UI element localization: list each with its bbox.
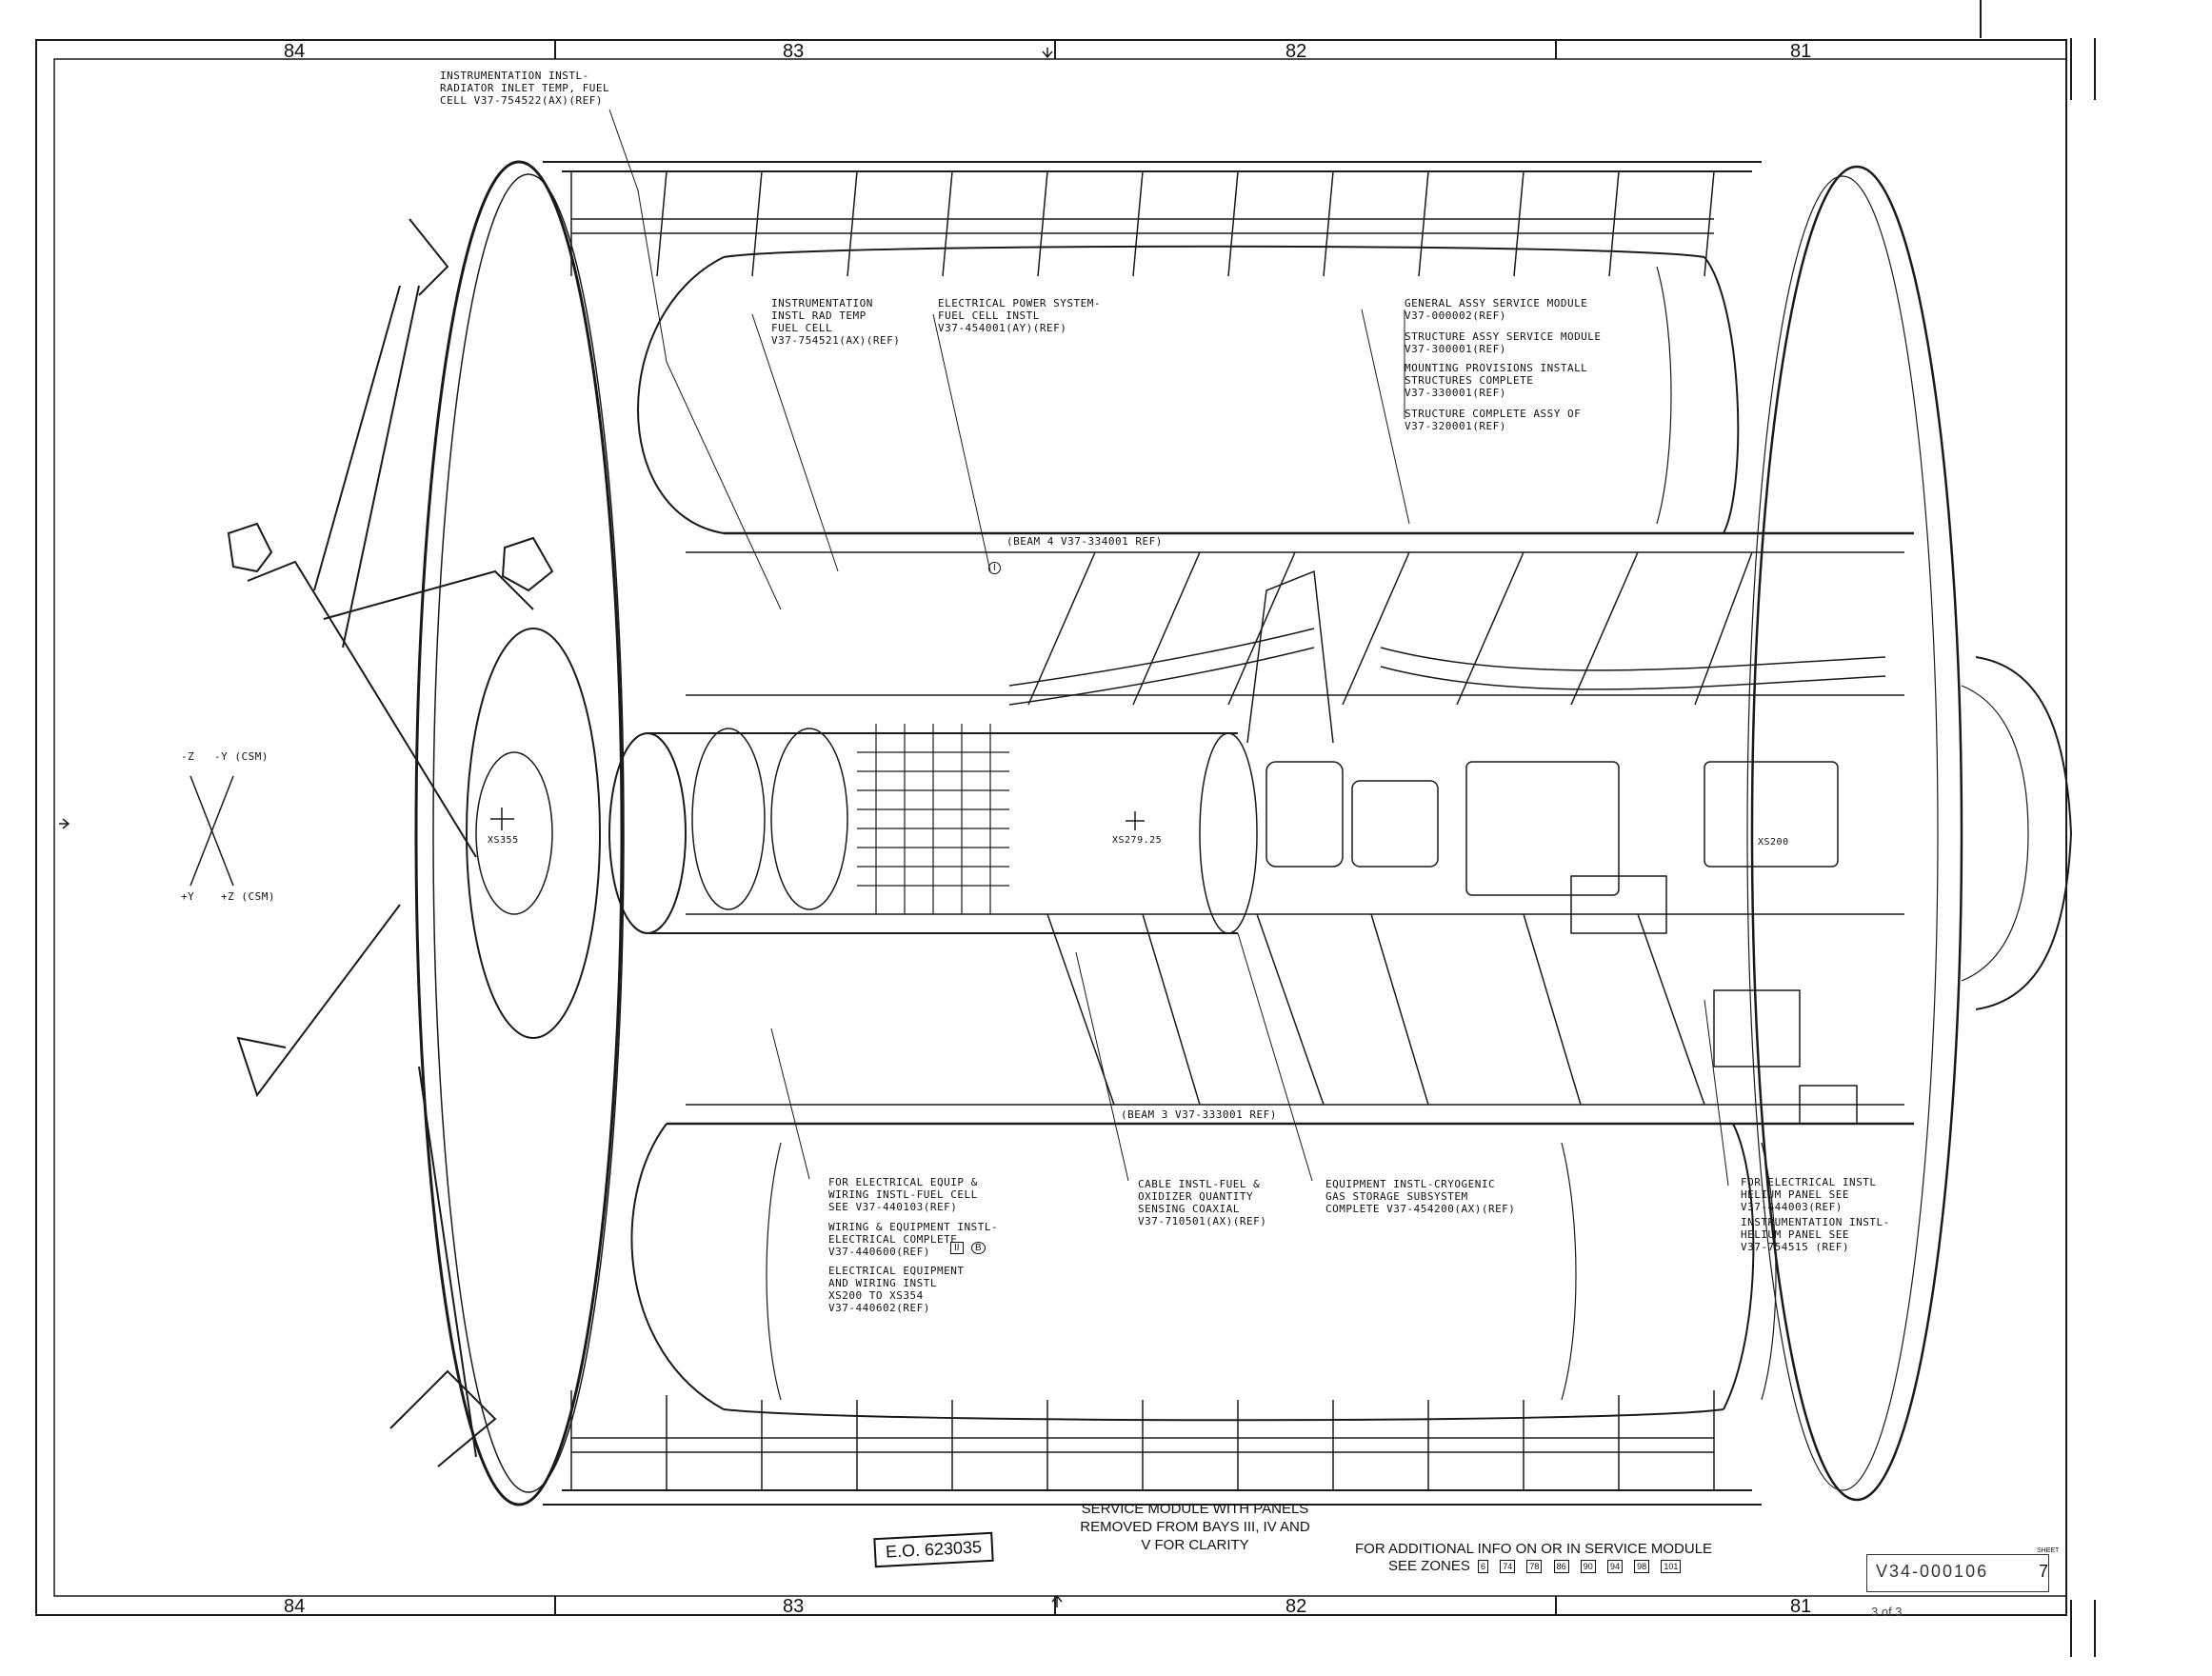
callout-mounting: MOUNTING PROVISIONS INSTALL STRUCTURES C… xyxy=(1405,362,1588,399)
callout-wiring-equip: WIRING & EQUIPMENT INSTL- ELECTRICAL COM… xyxy=(828,1221,999,1258)
sheet-number: 7 xyxy=(2039,1562,2049,1581)
callout-elec-equip-wiring: ELECTRICAL EQUIPMENT AND WIRING INSTL Xs… xyxy=(828,1265,965,1314)
additional-info-zones: SEE ZONES 6 74 78 86 90 94 98 101 xyxy=(1355,1558,1712,1575)
callout-general-assy: GENERAL ASSY SERVICE MODULE V37-000002(R… xyxy=(1405,297,1588,322)
outer-border xyxy=(35,39,2067,1616)
drawing-caption: SERVICE MODULE WITH PANELS REMOVED FROM … xyxy=(1080,1501,1310,1553)
callout-helium-panel: FOR ELECTRICAL INSTL HELIUM PANEL SEE V3… xyxy=(1741,1176,1877,1213)
zone-ref: 6 xyxy=(1478,1560,1489,1574)
zone-ref: 94 xyxy=(1606,1560,1623,1574)
axis-cross xyxy=(189,775,1145,887)
zone-ref: 78 xyxy=(1526,1560,1543,1574)
callout-radiator-inlet: INSTRUMENTATION INSTL- RADIATOR INLET TE… xyxy=(440,70,610,107)
coord-plus-z-csm: +Z (CSM) xyxy=(221,890,275,903)
zone-ref: 86 xyxy=(1553,1560,1569,1574)
station-xs355: Xs355 xyxy=(488,835,519,846)
service-module-drawing xyxy=(227,160,2073,1506)
zone-top-82: 82 xyxy=(1285,41,1307,62)
label-beam-4: (BEAM 4 V37-334001 REF) xyxy=(1006,535,1163,548)
sheet-label: SHEET xyxy=(2037,1547,2060,1554)
marker-B: B xyxy=(971,1242,986,1254)
marker-I: I xyxy=(988,562,1001,574)
zone-bottom-84: 84 xyxy=(284,1596,306,1617)
zone-bottom-81: 81 xyxy=(1790,1596,1812,1617)
marker-II: II xyxy=(950,1242,964,1254)
zone-top-81: 81 xyxy=(1790,41,1812,62)
station-xs27925: Xs279.25 xyxy=(1112,835,1163,846)
drawing-number: V34-000106 xyxy=(1876,1562,1989,1581)
zone-ref: 98 xyxy=(1634,1560,1650,1574)
callout-structure-complete: STRUCTURE COMPLETE ASSY OF V37-320001(RE… xyxy=(1405,408,1582,432)
zone-bottom-82: 82 xyxy=(1285,1596,1307,1617)
additional-info: FOR ADDITIONAL INFO ON OR IN SERVICE MOD… xyxy=(1355,1541,1712,1575)
zone-top-84: 84 xyxy=(284,41,306,62)
coord-plus-y: +Y xyxy=(181,890,195,903)
inner-border xyxy=(53,58,2067,1597)
callout-structure-assy: STRUCTURE ASSY SERVICE MODULE V37-300001… xyxy=(1405,330,1602,355)
callout-rad-temp: INSTRUMENTATION INSTL RAD TEMP FUEL CELL… xyxy=(771,297,901,347)
additional-info-line: FOR ADDITIONAL INFO ON OR IN SERVICE MOD… xyxy=(1355,1541,1713,1557)
station-xs200: Xs200 xyxy=(1758,837,1789,848)
zone-ref: 90 xyxy=(1580,1560,1596,1574)
callout-cable-instl: CABLE INSTL-FUEL & OXIDIZER QUANTITY SEN… xyxy=(1138,1178,1267,1227)
callout-cryogenic: EQUIPMENT INSTL-CRYOGENIC GAS STORAGE SU… xyxy=(1325,1178,1516,1215)
see-zones-label: SEE ZONES xyxy=(1388,1558,1470,1574)
zone-ref: 101 xyxy=(1661,1560,1682,1574)
drawing-number-box xyxy=(1866,1554,2049,1592)
page-mark: 3 of 3 xyxy=(1871,1605,1903,1619)
callout-eps: ELECTRICAL POWER SYSTEM- FUEL CELL INSTL… xyxy=(938,297,1101,334)
zone-top-83: 83 xyxy=(783,41,805,62)
label-beam-3: (BEAM 3 V37-333001 REF) xyxy=(1121,1108,1277,1121)
coord-minus-y-csm: -Y (CSM) xyxy=(214,750,269,763)
eo-stamp: E.O. 623035 xyxy=(873,1531,994,1568)
callout-helium-instr: INSTRUMENTATION INSTL- HELIUM PANEL SEE … xyxy=(1741,1216,1890,1253)
callout-elec-equip-fuel: FOR ELECTRICAL EQUIP & WIRING INSTL-FUEL… xyxy=(828,1176,978,1213)
coord-minus-z: -Z xyxy=(181,750,195,763)
zone-ref: 74 xyxy=(1500,1560,1516,1574)
zone-bottom-83: 83 xyxy=(783,1596,805,1617)
